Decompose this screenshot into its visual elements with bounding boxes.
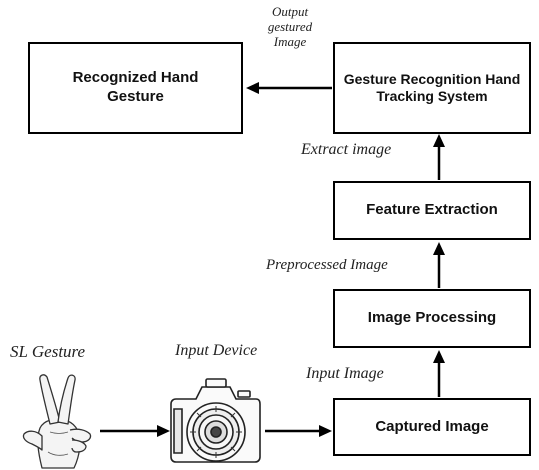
extract-image-label: Extract image	[301, 141, 392, 158]
camera-icon	[170, 378, 261, 463]
sl-gesture-label: SL Gesture	[10, 342, 86, 361]
preprocessed-image-label: Preprocessed Image	[266, 257, 388, 273]
input-device-label: Input Device	[175, 342, 258, 359]
image-processing-box: Image Processing	[333, 289, 531, 348]
gesture-recognition-system-box: Gesture Recognition Hand Tracking System	[333, 42, 531, 134]
recognized-hand-gesture-box: Recognized Hand Gesture	[28, 42, 243, 134]
hand-gesture-icon	[22, 374, 92, 469]
output-gestured-image-label: Output gestured Image	[267, 4, 313, 49]
input-image-label: Input Image	[306, 365, 384, 382]
captured-image-box: Captured Image	[333, 398, 531, 456]
feature-extraction-box: Feature Extraction	[333, 181, 531, 240]
